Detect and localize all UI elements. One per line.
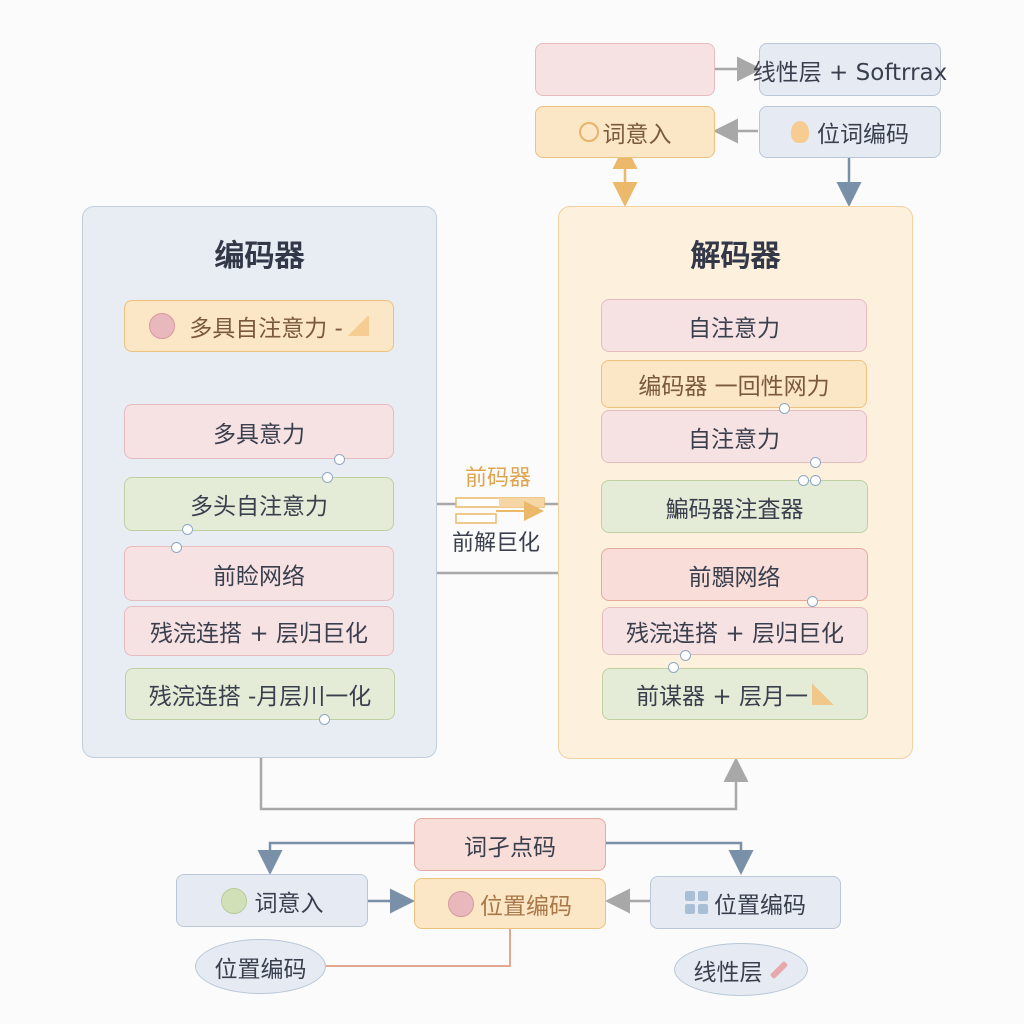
decoder-block-2[interactable]: 自注意力 [601, 410, 867, 463]
decoder-block-6[interactable]: 前谋器 + 层月一 [602, 668, 868, 720]
connector-node [807, 596, 818, 607]
output-blank-box[interactable] [535, 43, 715, 96]
encoder-block-3[interactable]: 前睑网络 [124, 546, 394, 601]
encoder-block-1[interactable]: 多具意力 [124, 404, 394, 459]
connector-node [171, 542, 182, 553]
token-encode-label: 词孑点码 [464, 834, 556, 861]
linear-softmax-label: 线性层 + Softrrax [752, 59, 948, 86]
encoder-block-5-label: 残浣连搭 -月层川一化 [148, 684, 372, 710]
bottom-word-embed-box[interactable]: 词意入 [176, 874, 368, 927]
circle-icon [220, 887, 247, 914]
bottom-word-embed-label: 词意入 [254, 890, 324, 917]
arrow-enc-to-dec-bottom [259, 757, 749, 811]
grid-icon [685, 891, 708, 914]
circle-icon [448, 890, 474, 917]
connector-node [810, 475, 821, 486]
middle-bar-bottom [455, 513, 497, 524]
middle-bar-top [455, 497, 545, 508]
connector-node [810, 457, 821, 468]
top-word-embed-box[interactable]: 词意入 [535, 106, 715, 158]
oval-linear-layer-label: 线性层 [693, 959, 763, 986]
circle-icon [149, 313, 176, 339]
pos-word-encode-label: 位词编码 [817, 122, 909, 148]
line-pos-to-oval [326, 929, 511, 967]
encoder-block-5[interactable]: 残浣连搭 -月层川一化 [125, 668, 395, 720]
connector-node [779, 403, 790, 414]
decoder-block-4[interactable]: 前顋网络 [601, 548, 868, 601]
decoder-block-1[interactable]: 编码器 一回性网力 [601, 360, 867, 408]
middle-top-label: 前码器 [465, 466, 532, 491]
encoder-block-1-label: 多具意力 [213, 421, 305, 448]
clock-icon [578, 122, 599, 142]
arrow-token-to-left [257, 841, 414, 875]
encoder-block-4[interactable]: 残浣连搭 + 层归巨化 [124, 606, 394, 656]
top-word-embed-label: 词意入 [602, 122, 672, 148]
arrow-token-to-right [606, 841, 754, 875]
decoder-block-1-label: 编码器 一回性网力 [638, 374, 830, 400]
oval-pos-encode[interactable]: 位置编码 [195, 939, 326, 994]
token-encode-box[interactable]: 词孑点码 [414, 818, 606, 871]
connector-node [319, 714, 330, 725]
right-pos-encode-box[interactable]: 位置编码 [650, 876, 841, 929]
center-pos-encode-label: 位置编码 [480, 893, 572, 920]
encoder-title: 编码器 [214, 239, 305, 274]
linear-softmax-box[interactable]: 线性层 + Softrrax [753, 43, 947, 96]
oval-pos-encode-label: 位置编码 [214, 956, 307, 983]
encoder-block-3-label: 前睑网络 [213, 563, 305, 590]
decoder-block-0[interactable]: 自注意力 [601, 299, 867, 352]
oval-linear-layer[interactable]: 线性层 [674, 943, 808, 996]
connector-node [798, 475, 809, 486]
decoder-block-5-label: 残浣连搭 + 层归巨化 [626, 621, 844, 647]
middle-bottom-label: 前解巨化 [452, 531, 541, 556]
connector-node [668, 662, 679, 673]
decoder-block-3[interactable]: 鯿码器注査器 [601, 480, 868, 533]
decoder-block-2-label: 自注意力 [688, 426, 780, 453]
pencil-icon [769, 960, 788, 979]
connector-node [334, 454, 345, 465]
encoder-block-4-label: 残浣连搭 + 层归巨化 [150, 621, 368, 647]
right-pos-encode-label: 位置编码 [714, 892, 806, 919]
connector-node [182, 524, 193, 535]
center-pos-encode-box[interactable]: 位置编码 [414, 878, 606, 929]
encoder-block-0-label: 多具自注意力 - [189, 316, 343, 342]
encoder-block-0[interactable]: 多具自注意力 - [124, 300, 394, 352]
decoder-block-6-label: 前谋器 + 层月一 [636, 684, 808, 710]
encoder-block-2-label: 多头自注意力 [190, 494, 328, 520]
encoder-block-2[interactable]: 多头自注意力 [124, 477, 394, 531]
connector-node [322, 472, 333, 483]
check-arrow-icon [811, 683, 834, 705]
decoder-block-3-label: 鯿码器注査器 [665, 496, 804, 523]
connector-node [680, 650, 691, 661]
decoder-block-4-label: 前顋网络 [688, 564, 781, 591]
decoder-title: 解码器 [690, 239, 781, 274]
bulb-icon [791, 121, 809, 143]
ruler-icon [346, 316, 369, 336]
pos-word-encode-box[interactable]: 位词编码 [759, 106, 941, 158]
decoder-block-5[interactable]: 残浣连搭 + 层归巨化 [602, 607, 868, 655]
decoder-block-0-label: 自注意力 [688, 315, 780, 342]
